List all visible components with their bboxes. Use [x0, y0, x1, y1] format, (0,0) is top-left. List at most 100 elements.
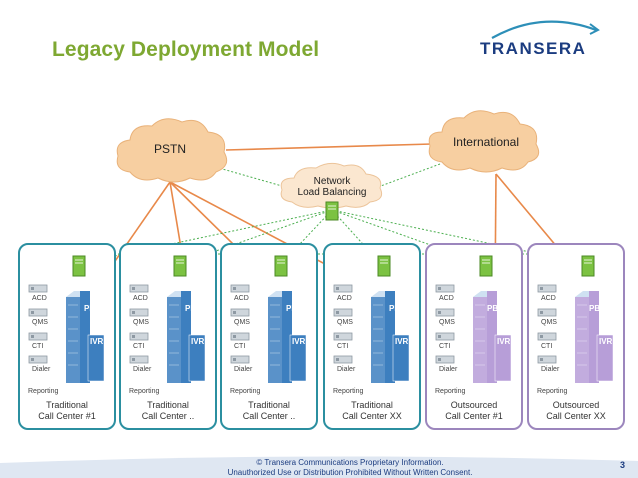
transera-logo: TRANSERA [480, 20, 600, 58]
qms-label: QMS [32, 319, 48, 326]
acd-server-icon [537, 284, 557, 293]
center-type-label: Traditional [46, 400, 88, 410]
load-balancing-line1: Network [313, 176, 351, 187]
pbx-label: PBX [389, 304, 406, 313]
center-server-icon [581, 255, 595, 277]
qms-label: QMS [337, 319, 353, 326]
reporting-label: Reporting [230, 388, 261, 395]
center-type-label: Traditional [147, 400, 189, 410]
center-name-label: Call Center #1 [38, 411, 96, 421]
ivr-label: IVR [599, 337, 613, 346]
dialer-server-icon [435, 355, 455, 364]
pbx-label: PBX [487, 304, 504, 313]
center-type-label: Outsourced [450, 400, 498, 410]
reporting-label: Reporting [435, 388, 466, 395]
dialer-server-icon [230, 355, 250, 364]
center-server-icon [72, 255, 86, 277]
acd-server-icon [129, 284, 149, 293]
logo-arrow [589, 23, 600, 35]
load-balancing-label: Network Load Balancing [286, 176, 378, 198]
acd-label: ACD [541, 295, 556, 302]
center-server-icon [479, 255, 493, 277]
cti-label: CTI [439, 343, 451, 350]
footer-line1: © Transera Communications Proprietary In… [256, 458, 444, 467]
logo-text: TRANSERA [480, 39, 586, 58]
reporting-label: Reporting [333, 388, 364, 395]
center-type-label: Traditional [248, 400, 290, 410]
qms-label: QMS [234, 319, 250, 326]
center-name-label: Call Center XX [342, 411, 402, 421]
dialer-server-icon [28, 355, 48, 364]
dialer-server-icon [129, 355, 149, 364]
qms-server-icon [129, 308, 149, 317]
pbx-tower-icon [167, 291, 206, 383]
acd-label: ACD [133, 295, 148, 302]
page-title: Legacy Deployment Model [52, 38, 320, 61]
qms-label: QMS [439, 319, 455, 326]
qms-server-icon [28, 308, 48, 317]
dialer-server-icon [333, 355, 353, 364]
ivr-label: IVR [497, 337, 511, 346]
international-cloud-icon [428, 110, 540, 173]
acd-server-icon [28, 284, 48, 293]
ivr-label: IVR [191, 337, 205, 346]
cti-label: CTI [234, 343, 246, 350]
dialer-label: Dialer [32, 366, 51, 373]
pbx-label: PBX [185, 304, 202, 313]
acd-label: ACD [234, 295, 249, 302]
ivr-label: IVR [395, 337, 409, 346]
center-name-label: Call Center #1 [445, 411, 503, 421]
pstn-cloud-icon [116, 118, 228, 183]
international-lb-data-line [369, 163, 441, 191]
cti-label: CTI [541, 343, 553, 350]
reporting-label: Reporting [129, 388, 160, 395]
center-name-label: Call Center .. [242, 411, 296, 421]
cti-server-icon [129, 332, 149, 341]
center-server-icon [274, 255, 288, 277]
acd-server-icon [230, 284, 250, 293]
cti-server-icon [537, 332, 557, 341]
lb-data-line-2 [178, 209, 333, 265]
acd-label: ACD [32, 295, 47, 302]
acd-label: ACD [439, 295, 454, 302]
qms-server-icon [435, 308, 455, 317]
acd-server-icon [435, 284, 455, 293]
dialer-label: Dialer [133, 366, 152, 373]
center-server-icon [377, 255, 391, 277]
qms-server-icon [333, 308, 353, 317]
international-label: International [452, 135, 520, 149]
load-balancing-line2: Load Balancing [297, 187, 367, 198]
ivr-label: IVR [90, 337, 104, 346]
cti-label: CTI [133, 343, 145, 350]
center-server-icon [173, 255, 187, 277]
acd-label: ACD [337, 295, 352, 302]
cti-server-icon [28, 332, 48, 341]
dialer-label: Dialer [541, 366, 560, 373]
pbx-label: PBX [589, 304, 606, 313]
footer-notice: © Transera Communications Proprietary In… [200, 458, 500, 478]
cti-label: CTI [337, 343, 349, 350]
pbx-tower-icon [371, 291, 410, 383]
footer-bar-decoration [0, 456, 638, 478]
dialer-server-icon [537, 355, 557, 364]
pbx-tower-icon [575, 291, 614, 383]
qms-label: QMS [133, 319, 149, 326]
reporting-label: Reporting [28, 388, 59, 395]
acd-server-icon [333, 284, 353, 293]
pstn-label: PSTN [153, 142, 186, 156]
pbx-tower-icon [268, 291, 307, 383]
lb-data-line-5 [331, 209, 485, 265]
load-balancer-server-icon [325, 201, 339, 221]
ivr-label: IVR [292, 337, 306, 346]
dialer-label: Dialer [439, 366, 458, 373]
qms-server-icon [230, 308, 250, 317]
